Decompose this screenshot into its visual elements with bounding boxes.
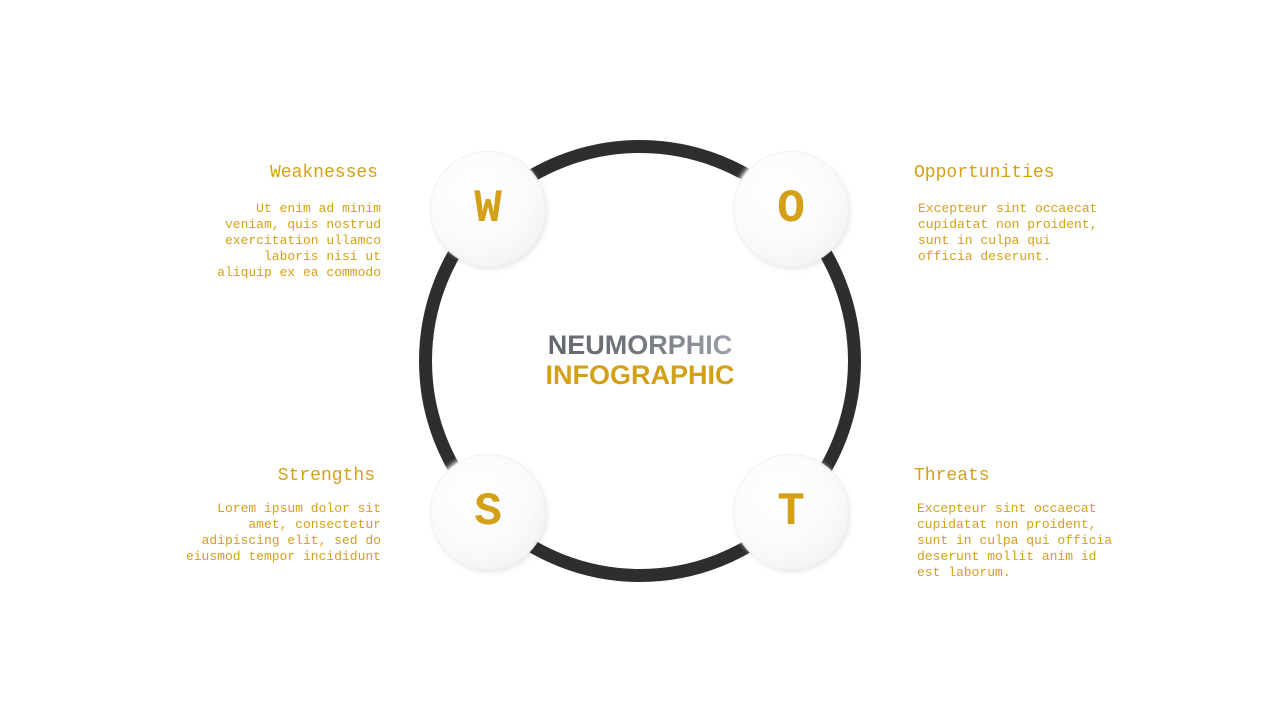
weaknesses-title: Weaknesses	[269, 163, 378, 183]
weaknesses-text: Ut enim ad minim veniam, quis nostrud ex…	[217, 201, 381, 280]
threats-circle: T	[734, 455, 848, 569]
opportunities-letter: O	[777, 183, 805, 235]
weaknesses-letter: W	[474, 183, 502, 235]
threats-text: Excepteur sint occaecat cupidatat non pr…	[917, 501, 1113, 580]
center-title-line2: INFOGRAPHIC	[545, 360, 735, 390]
threats-title: Threats	[914, 466, 990, 486]
opportunities-title: Opportunities	[914, 163, 1055, 183]
opportunities-text: Excepteur sint occaecat cupidatat non pr…	[918, 201, 1098, 264]
threats-letter: T	[777, 486, 805, 538]
strengths-circle: S	[431, 455, 545, 569]
center-title-line1: NEUMORPHIC	[520, 330, 760, 360]
weaknesses-circle: W	[431, 152, 545, 266]
strengths-title: Strengths	[277, 466, 375, 486]
opportunities-circle: O	[734, 152, 848, 266]
strengths-letter: S	[474, 486, 502, 538]
center-title: NEUMORPHIC INFOGRAPHIC	[520, 330, 760, 390]
strengths-text: Lorem ipsum dolor sit amet, consectetur …	[185, 501, 381, 564]
